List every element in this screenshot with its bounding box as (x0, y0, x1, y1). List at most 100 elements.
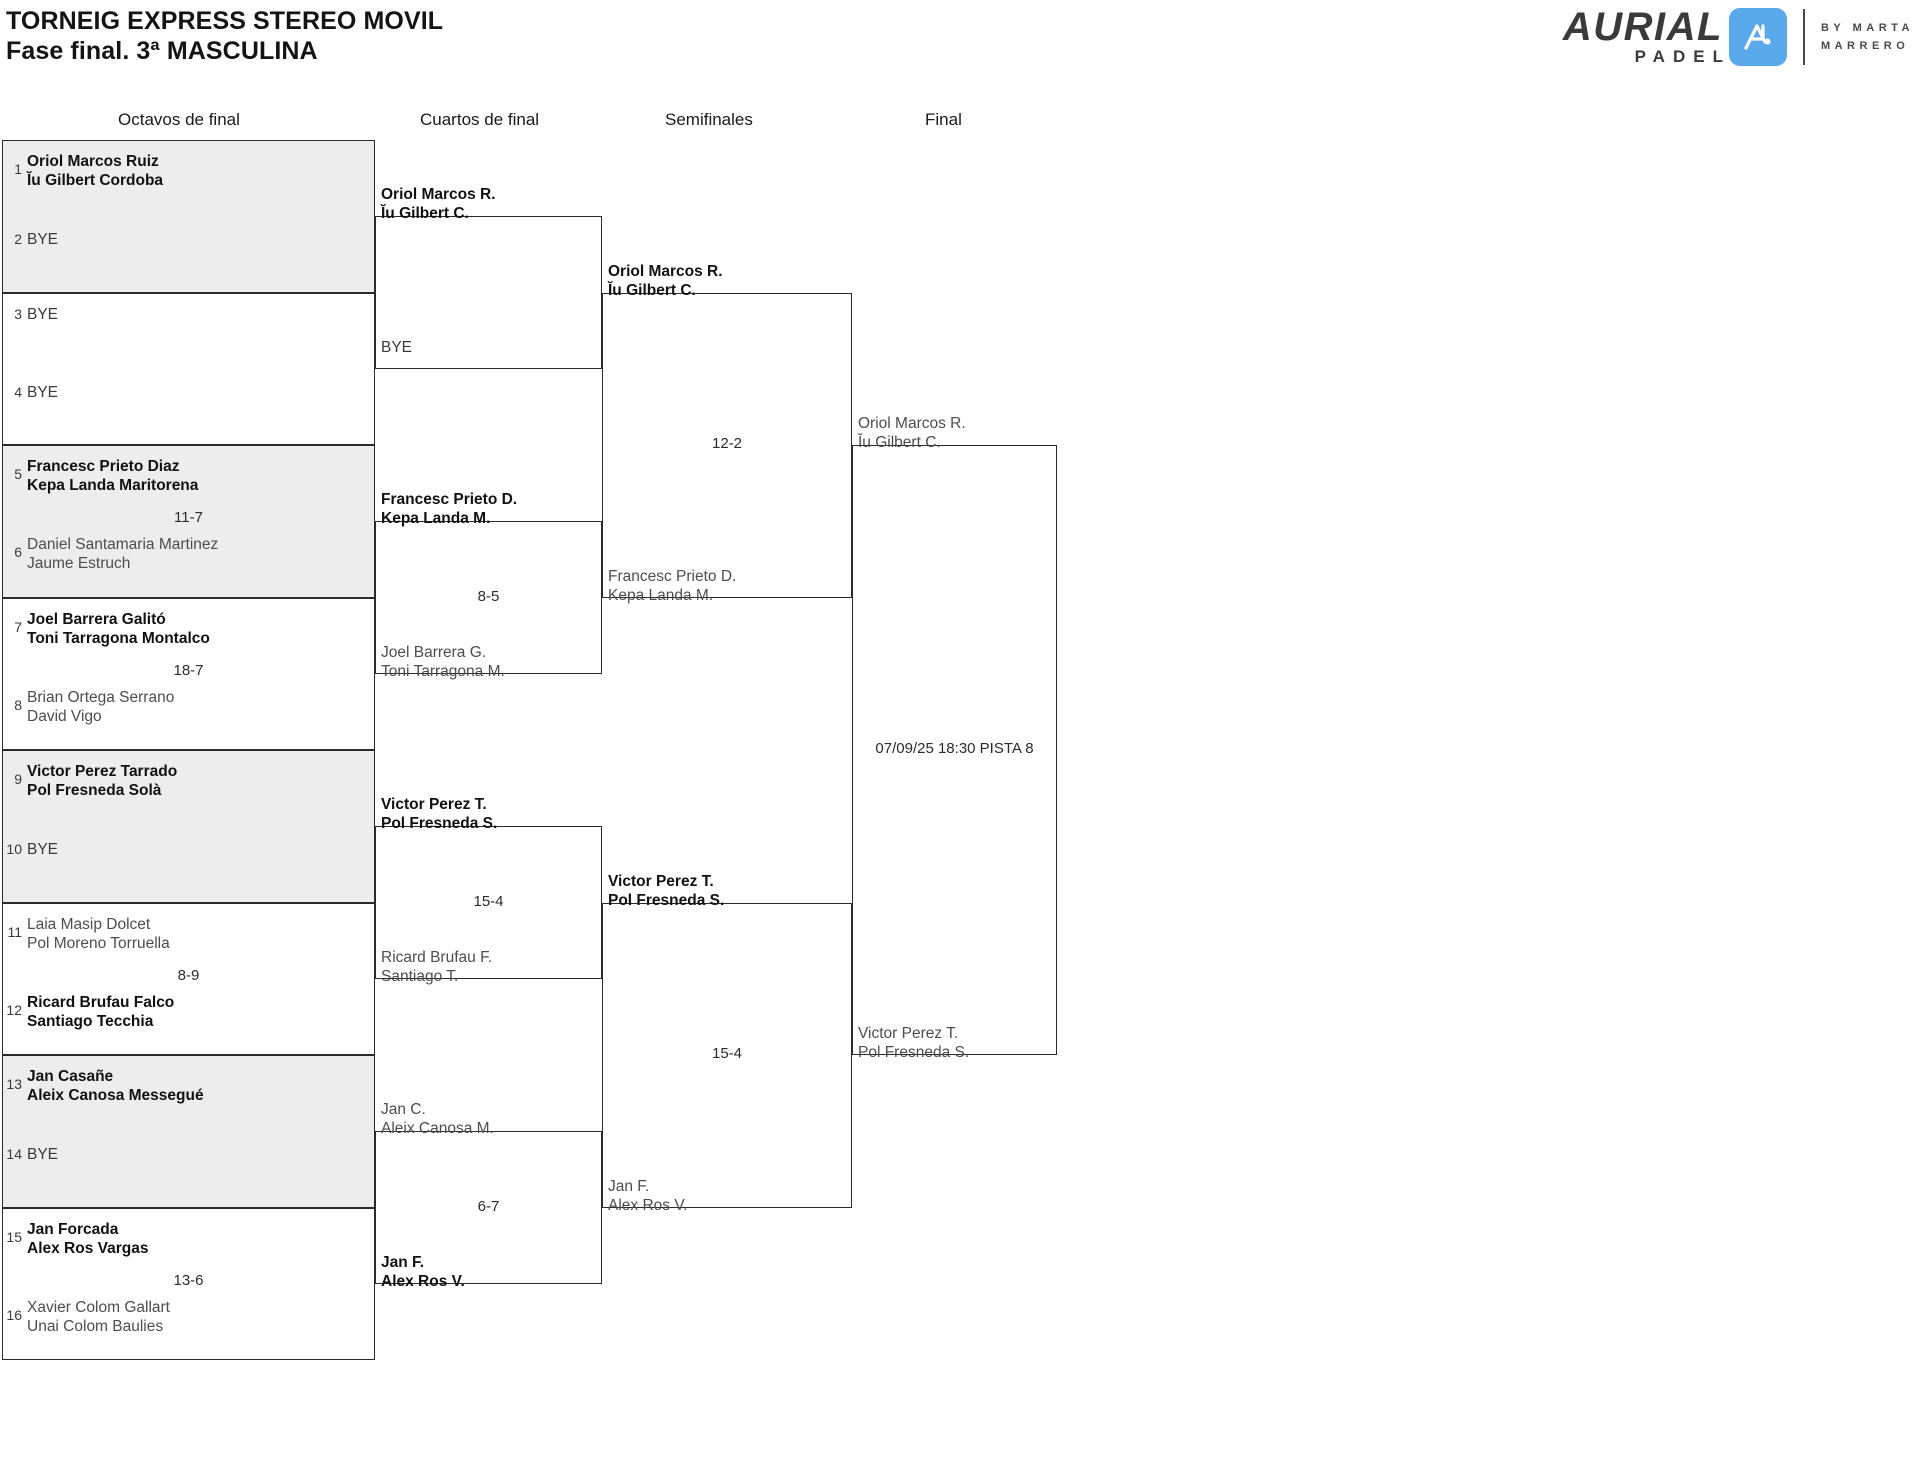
round-header-semifinales: Semifinales (665, 110, 753, 129)
round3-team-top: Victor Perez T.Pol Fresneda S. (608, 872, 724, 910)
round1-team-line2: Toni Tarragona Montalco (27, 629, 210, 647)
round-header-cuartos: Cuartos de final (420, 110, 540, 129)
round-header-final: Final (925, 110, 962, 129)
round1-team-line1: Daniel Santamaria Martinez (27, 536, 219, 553)
round3-team-top-line1: Oriol Marcos R. (608, 262, 723, 280)
round2-score: 8-5 (477, 587, 500, 605)
round2-match-box[interactable] (375, 216, 602, 369)
round2-team-bottom-line2: Alex Ros V. (381, 1272, 465, 1290)
round1-team-line1: Jan Casañe (27, 1068, 114, 1085)
round1-team-line2: David Vigo (27, 707, 102, 725)
round4-team-top-line1: Oriol Marcos R. (858, 415, 966, 432)
round1-match-block[interactable] (2, 292, 375, 445)
round1-team-line2: Kepa Landa Maritorena (27, 477, 199, 494)
round1-team-line1: Ricard Brufau Falco (27, 993, 175, 1011)
round1-match-block[interactable] (2, 445, 375, 598)
round-header-octavos: Octavos de final (118, 110, 240, 129)
round2-team-bottom: Joel Barrera G.Toni Tarragona M. (381, 643, 505, 681)
tournament-phase: Fase final. 3ª MASCULINA (6, 37, 318, 65)
round2-team-top-line1: Victor Perez T. (381, 796, 487, 814)
round1-team: BYE (27, 840, 58, 859)
round1-team-line2: Santiago Tecchia (27, 1012, 154, 1030)
aurial-monogram-icon (1728, 8, 1787, 66)
round1-match-block[interactable] (2, 1055, 375, 1208)
round2-team-bottom-line1: Joel Barrera G. (381, 643, 487, 661)
round1-team-line1: Jan Forcada (27, 1220, 119, 1238)
round3-team-top-line1: Victor Perez T. (608, 872, 714, 890)
round1-team: BYE (27, 1145, 58, 1164)
round1-seed-number: 6 (14, 544, 22, 560)
round4-score: 07/09/25 18:30 PISTA 8 (875, 740, 1034, 757)
round1-seed-number: 12 (6, 1001, 22, 1018)
round1-seed-number: 3 (14, 305, 22, 322)
round3-match-box[interactable] (602, 292, 852, 598)
round1-team-line2: Pol Moreno Torruella (27, 934, 170, 952)
round2-match-box[interactable] (375, 1131, 602, 1284)
round1-seed-number: 7 (14, 618, 22, 635)
round3-team-top-line2: Ĭu Gilbert C. (608, 281, 696, 299)
round2-score: 6-7 (477, 1197, 500, 1215)
round2-team-bottom: BYE (381, 338, 412, 357)
round2-team-bottom-line1: BYE (381, 338, 413, 356)
round2-team-top: Oriol Marcos R.Ĭu Gilbert C. (381, 185, 496, 223)
round1-seed-number: 15 (6, 1228, 22, 1245)
round1-seed-number: 1 (14, 161, 22, 177)
round1-team-line2: Aleix Canosa Messegué (27, 1087, 204, 1104)
page-title: TORNEIG EXPRESS STEREO MOVIL Fase final.… (6, 6, 443, 66)
round4-team-top: Oriol Marcos R.Ĭu Gilbert C. (858, 414, 966, 452)
round1-match-block[interactable] (2, 902, 375, 1055)
round1-seed-number: 9 (14, 771, 22, 787)
logo-byline-line2: MARRERO (1820, 40, 1910, 52)
round1-match-block[interactable] (2, 1207, 375, 1360)
round2-team-top: Francesc Prieto D.Kepa Landa M. (381, 490, 517, 528)
round2-match-box[interactable] (375, 826, 602, 979)
round3-team-bottom-line2: Kepa Landa M. (608, 586, 714, 604)
round4-team-bottom-line1: Victor Perez T. (858, 1025, 959, 1042)
round1-team-line1: Brian Ortega Serrano (27, 688, 175, 706)
round1-score: 8-9 (177, 966, 200, 984)
round2-team-top: Jan C.Aleix Canosa M. (381, 1100, 494, 1138)
round1-team-line1: Laia Masip Dolcet (27, 915, 151, 933)
round1-team: BYE (27, 305, 58, 324)
round3-team-bottom-line1: Francesc Prieto D. (608, 567, 737, 585)
round1-match-block[interactable] (2, 597, 375, 750)
round1-team-line1: Victor Perez Tarrado (27, 763, 178, 780)
round2-team-top-line2: Ĭu Gilbert C. (381, 205, 469, 223)
logo-byline: BY MARTA MARRERO (1821, 19, 1914, 55)
round2-score: 15-4 (473, 892, 504, 910)
round1-team: BYE (27, 230, 58, 249)
round1-match-block[interactable] (2, 140, 375, 293)
round2-team-top: Victor Perez T.Pol Fresneda S. (381, 795, 497, 833)
round2-team-bottom-line2: Toni Tarragona M. (381, 662, 505, 680)
round2-match-box[interactable] (375, 521, 602, 674)
logo-byline-line1: BY MARTA (1820, 22, 1914, 34)
round1-seed-number: 14 (6, 1146, 22, 1162)
round2-team-bottom-line1: Jan F. (381, 1253, 425, 1271)
round4-team-bottom-line2: Pol Fresneda S. (858, 1044, 970, 1061)
round1-match-block[interactable] (2, 750, 375, 903)
round3-team-top: Oriol Marcos R.Ĭu Gilbert C. (608, 262, 723, 300)
round1-team-line1: Francesc Prieto Diaz (27, 458, 180, 475)
round1-team-line1: BYE (27, 841, 59, 858)
round3-match-box[interactable] (602, 902, 852, 1208)
tournament-name: TORNEIG EXPRESS STEREO MOVIL (6, 7, 444, 35)
aurial-padel-logo: AURIAL PADEL BY MARTA MARRERO (1563, 4, 1914, 70)
logo-brand-text: AURIAL (1562, 5, 1723, 49)
round1-seed-number: 4 (14, 383, 22, 400)
round4-match-box[interactable] (852, 445, 1057, 1055)
round1-team-line2: Pol Fresneda Solà (27, 782, 162, 799)
round3-team-bottom: Francesc Prieto D.Kepa Landa M. (608, 567, 736, 605)
logo-sub-text: PADEL (1634, 47, 1731, 66)
logo-divider (1802, 9, 1805, 65)
round2-team-bottom: Ricard Brufau F.Santiago T. (381, 948, 492, 986)
round2-team-top-line2: Kepa Landa M. (381, 510, 491, 528)
round1-team-line2: Ĭu Gilbert Cordoba (27, 172, 164, 189)
round1-team-line1: Xavier Colom Gallart (27, 1298, 170, 1316)
